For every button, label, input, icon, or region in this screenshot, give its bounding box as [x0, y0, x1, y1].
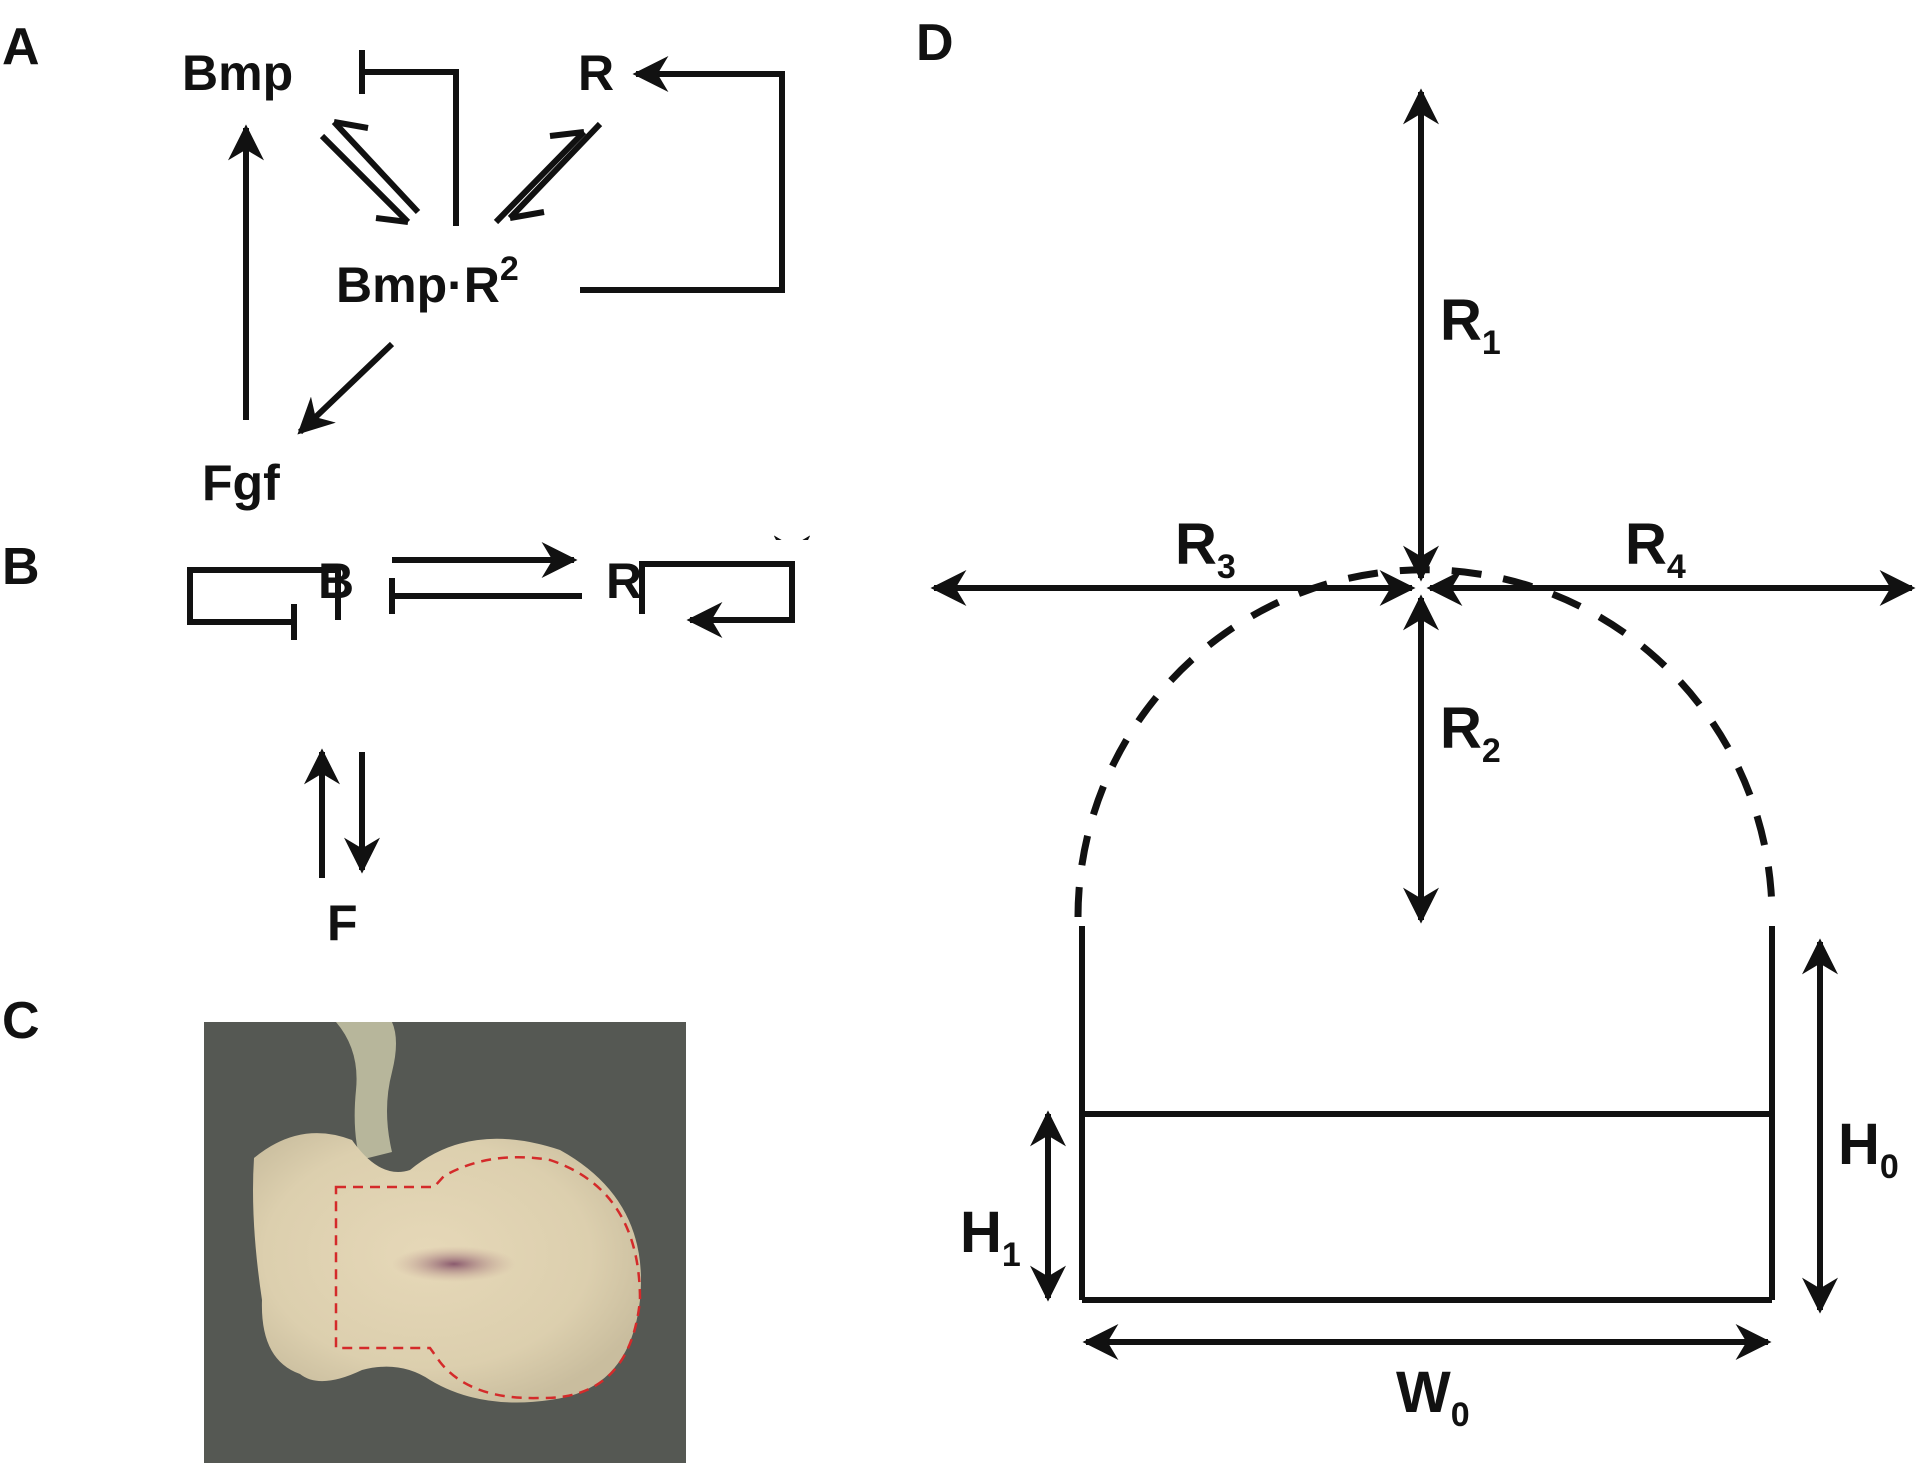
panel-label-c: C — [2, 992, 40, 1050]
r-autoactivation — [639, 561, 795, 638]
label-r3: R3 — [1175, 512, 1236, 586]
panel-label-d: D — [916, 14, 954, 72]
node-r-b: R — [606, 553, 642, 609]
label-r4: R4 — [1625, 512, 1686, 586]
dashed-circle-arc — [1074, 566, 1776, 918]
panel-label-a: A — [2, 18, 40, 76]
purple-stain — [392, 1246, 516, 1282]
node-r: R — [578, 45, 614, 101]
activation-complex-to-fgf — [297, 341, 395, 435]
panel-d-geometry: R1 R2 R3 R4 H0 H1 W0 — [930, 88, 1916, 1434]
reaction-complex-to-r — [493, 129, 587, 225]
label-h0: H0 — [1838, 1112, 1899, 1186]
inhibition-complex-to-bmp — [362, 69, 459, 226]
label-w0: W0 — [1396, 1360, 1470, 1434]
reaction-bmp-to-complex — [319, 133, 411, 225]
tissue-stalk — [336, 1022, 396, 1160]
label-h1: H1 — [960, 1200, 1021, 1274]
panel-b-r-redrawn — [639, 561, 795, 638]
node-b-b: B — [318, 553, 354, 609]
panel-a-network: Bmp R Bmp·R2 Fgf — [182, 45, 785, 511]
reaction-r-to-complex — [507, 121, 603, 221]
node-bmp: Bmp — [182, 45, 293, 101]
label-r2: R2 — [1440, 696, 1501, 770]
reaction-complex-to-r-head — [549, 129, 585, 139]
activation-complex-to-r — [580, 56, 785, 293]
node-bmp-r2-complex: Bmp·R2 — [336, 250, 519, 313]
reaction-complex-to-bmp-head — [333, 119, 369, 131]
b-autoinhibition-edge — [187, 567, 341, 625]
reaction-bmp-to-complex-head — [375, 215, 409, 225]
node-f: F — [327, 895, 358, 951]
panel-label-b: B — [2, 538, 40, 596]
reaction-r-to-complex-head — [509, 209, 545, 221]
panel-c-photo — [204, 1022, 686, 1463]
reaction-complex-to-bmp — [331, 119, 421, 215]
label-r1: R1 — [1440, 288, 1501, 362]
node-fgf: Fgf — [202, 455, 280, 511]
